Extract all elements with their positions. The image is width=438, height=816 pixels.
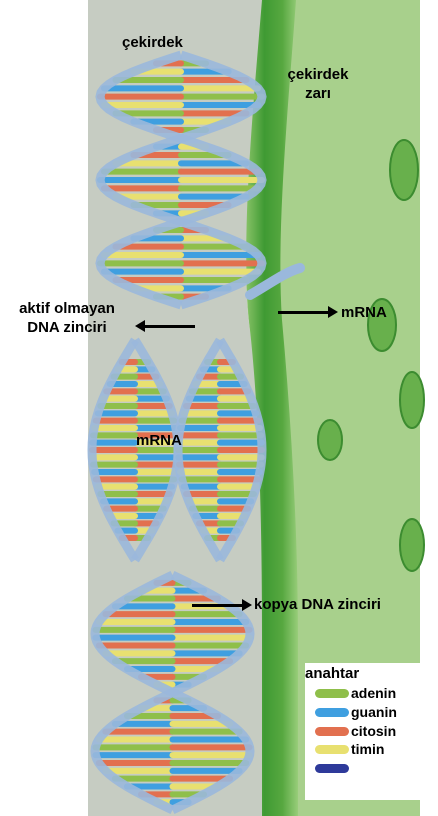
nuclear-pore (400, 519, 424, 571)
membrane-label-line2: zarı (278, 85, 358, 103)
legend-item-unlabeled (315, 760, 427, 777)
arrow-to-copy-strand (192, 604, 244, 607)
legend-item-adenin: adenin (315, 685, 427, 702)
arrow-to-mrna (278, 311, 330, 314)
legend-box: anahtar adenin guanin citosin timin (305, 663, 429, 800)
legend-label-guanin: guanin (351, 704, 397, 720)
nucleus-label: çekirdek (122, 34, 183, 52)
copy-strand-label: kopya DNA zinciri (254, 596, 381, 614)
legend-item-citosin: citosin (315, 723, 427, 740)
inactive-dna-label-line2: DNA zinciri (0, 319, 134, 337)
legend-swatch-timin (315, 745, 349, 754)
legend-label-timin: timin (351, 741, 384, 757)
nuclear-pore (318, 420, 342, 460)
mrna-right-label: mRNA (341, 304, 387, 322)
legend-label-citosin: citosin (351, 723, 396, 739)
nuclear-pore (390, 140, 418, 200)
legend-item-timin: timin (315, 741, 427, 758)
legend-swatch-citosin (315, 727, 349, 736)
nuclear-pore (400, 372, 424, 428)
mrna-center-label: mRNA (136, 432, 182, 450)
arrow-to-inactive-dna (143, 325, 195, 328)
legend-item-guanin: guanin (315, 704, 427, 721)
legend-swatch-adenin (315, 689, 349, 698)
legend-swatch-unlabeled (315, 764, 349, 773)
membrane-label-line1: çekirdek (278, 66, 358, 84)
legend-swatch-guanin (315, 708, 349, 717)
legend-label-adenin: adenin (351, 685, 396, 701)
legend-title: anahtar (305, 665, 359, 683)
inactive-dna-label-line1: aktif olmayan (0, 300, 134, 318)
